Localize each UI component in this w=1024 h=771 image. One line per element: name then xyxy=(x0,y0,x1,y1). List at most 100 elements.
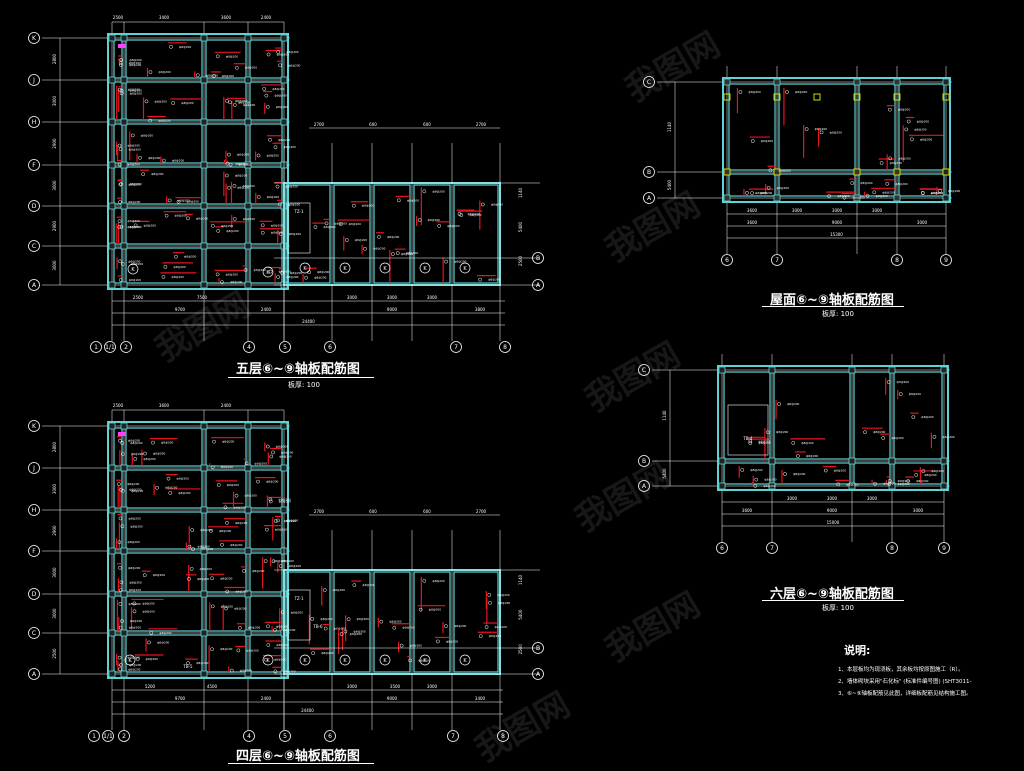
rebar-label: ф8@200 xyxy=(128,516,141,520)
rebar-tag xyxy=(422,189,427,194)
rebar-label: ф8@200 xyxy=(161,441,174,445)
rebar-tag xyxy=(211,223,215,228)
axis-bubble-col xyxy=(279,341,291,353)
rebar-label: ф8@200 xyxy=(131,262,144,266)
axis-bubble-col-label: 6 xyxy=(328,733,332,740)
rebar-label: ф8@200 xyxy=(891,436,904,440)
rebar-tag xyxy=(117,655,122,660)
dimension-text: 3000 xyxy=(52,608,57,619)
column xyxy=(280,506,288,514)
slab-panel xyxy=(205,634,247,673)
column xyxy=(200,670,208,678)
rebar-tag xyxy=(266,52,271,57)
rebar-tag xyxy=(176,199,181,204)
axis-bubble-col xyxy=(88,730,100,742)
slab-panel xyxy=(728,173,776,197)
rebar-label: ф8@200 xyxy=(317,270,330,274)
dimension-text: 3000 xyxy=(827,496,838,501)
rebar-label: ф8@200 xyxy=(271,223,284,227)
dimension-text: 7500 xyxy=(197,295,208,300)
rebar-label: ф8@200 xyxy=(279,499,292,503)
rebar-tag xyxy=(256,479,260,484)
rebar-tag xyxy=(271,559,276,564)
rebar-label: ф8@200 xyxy=(142,601,155,605)
axis-bubble-col xyxy=(499,341,511,353)
rebar-tag xyxy=(887,107,892,112)
rebar-label: ф8@200 xyxy=(454,624,467,628)
rebar-label: ф8@200 xyxy=(373,247,386,251)
rebar-tag xyxy=(796,454,800,458)
column xyxy=(244,422,252,430)
rebar-label: ф8@200 xyxy=(402,626,415,630)
rebar-label: ф8@200 xyxy=(353,630,366,634)
rebar-label: ф8@200 xyxy=(153,573,166,577)
rebar-label: ф8@200 xyxy=(289,564,302,568)
axis-bubble-col-label: 6 xyxy=(725,257,729,264)
slab-type-mark xyxy=(379,654,391,666)
rebar-tag xyxy=(842,195,847,200)
rebar-tag xyxy=(777,402,781,406)
rebar-tag xyxy=(264,657,268,662)
rebar-label: ф8@200 xyxy=(909,392,922,396)
rebar-tag xyxy=(174,254,178,259)
rebar-tag xyxy=(268,137,272,142)
rebar-tag xyxy=(766,185,771,190)
slab-panel xyxy=(858,173,896,197)
rebar-label: ф8@200 xyxy=(200,567,213,571)
column xyxy=(244,281,252,289)
rebar-tag xyxy=(149,630,154,635)
rebar-tag xyxy=(346,617,351,622)
rebar-label: ф8@200 xyxy=(387,235,400,239)
column xyxy=(942,78,950,86)
rebar-label: ф8@200 xyxy=(128,219,141,223)
dimension-text: 5400 xyxy=(667,179,672,190)
rebar-label: ф8@200 xyxy=(489,634,502,638)
rebar-label: ф8@200 xyxy=(793,472,806,476)
rebar-label: ф8@200 xyxy=(187,200,200,204)
rebar-tag xyxy=(210,604,215,609)
rebar-label: ф8@200 xyxy=(221,224,234,228)
axis-bubble-col xyxy=(120,341,132,353)
rebar-label: ф8@200 xyxy=(245,494,258,498)
column xyxy=(244,34,252,42)
rebar-label: ф8@200 xyxy=(196,216,209,220)
dimension-text: 3000 xyxy=(867,496,878,501)
axis-bubble-col-label: 5 xyxy=(283,733,287,740)
slab-panel xyxy=(125,207,203,245)
rebar-label: ф8@200 xyxy=(362,583,375,587)
axis-bubble-col xyxy=(721,254,733,266)
rebar-tag xyxy=(224,98,229,103)
rebar-label: ф8@200 xyxy=(283,628,296,632)
dimension-text: 2500 xyxy=(133,295,144,300)
rebar-label: ф8@200 xyxy=(255,461,268,465)
dimension-total: 15000 xyxy=(827,520,840,525)
axis-bubble-col-label: 7 xyxy=(451,733,455,740)
rebar-label: ф8@200 xyxy=(267,195,280,199)
rebar-label: ф8@200 xyxy=(235,589,248,593)
rebar-tag xyxy=(783,472,787,476)
column xyxy=(940,366,948,374)
note-line: 1、本层板均为现浇板，其余板均按原图施工（R）。 xyxy=(838,667,964,673)
rebar-tag xyxy=(277,202,282,207)
rebar-label: ф8@200 xyxy=(876,194,889,198)
slab-panel xyxy=(373,184,411,284)
rebar-tag xyxy=(243,268,248,272)
rebar-tag xyxy=(748,439,753,444)
rebar-label: ф8@200 xyxy=(239,163,252,167)
rebar-tag xyxy=(166,476,171,481)
column xyxy=(200,281,208,289)
rebar-tag xyxy=(186,216,190,221)
axis-bubble-right xyxy=(532,252,544,264)
rebar-tag xyxy=(906,119,911,124)
rebar-tag xyxy=(888,156,893,161)
rebar-label: ф8@200 xyxy=(129,588,142,592)
dimension-text: 9000 xyxy=(387,307,398,312)
rebar-label: ф8@200 xyxy=(128,566,141,570)
rebar-tag xyxy=(120,262,125,266)
column xyxy=(768,482,776,490)
slab-panel xyxy=(249,247,283,284)
axis-bubble-col xyxy=(766,542,778,554)
column xyxy=(200,629,208,637)
column xyxy=(120,464,128,472)
rebar-label: ф8@200 xyxy=(279,454,292,458)
